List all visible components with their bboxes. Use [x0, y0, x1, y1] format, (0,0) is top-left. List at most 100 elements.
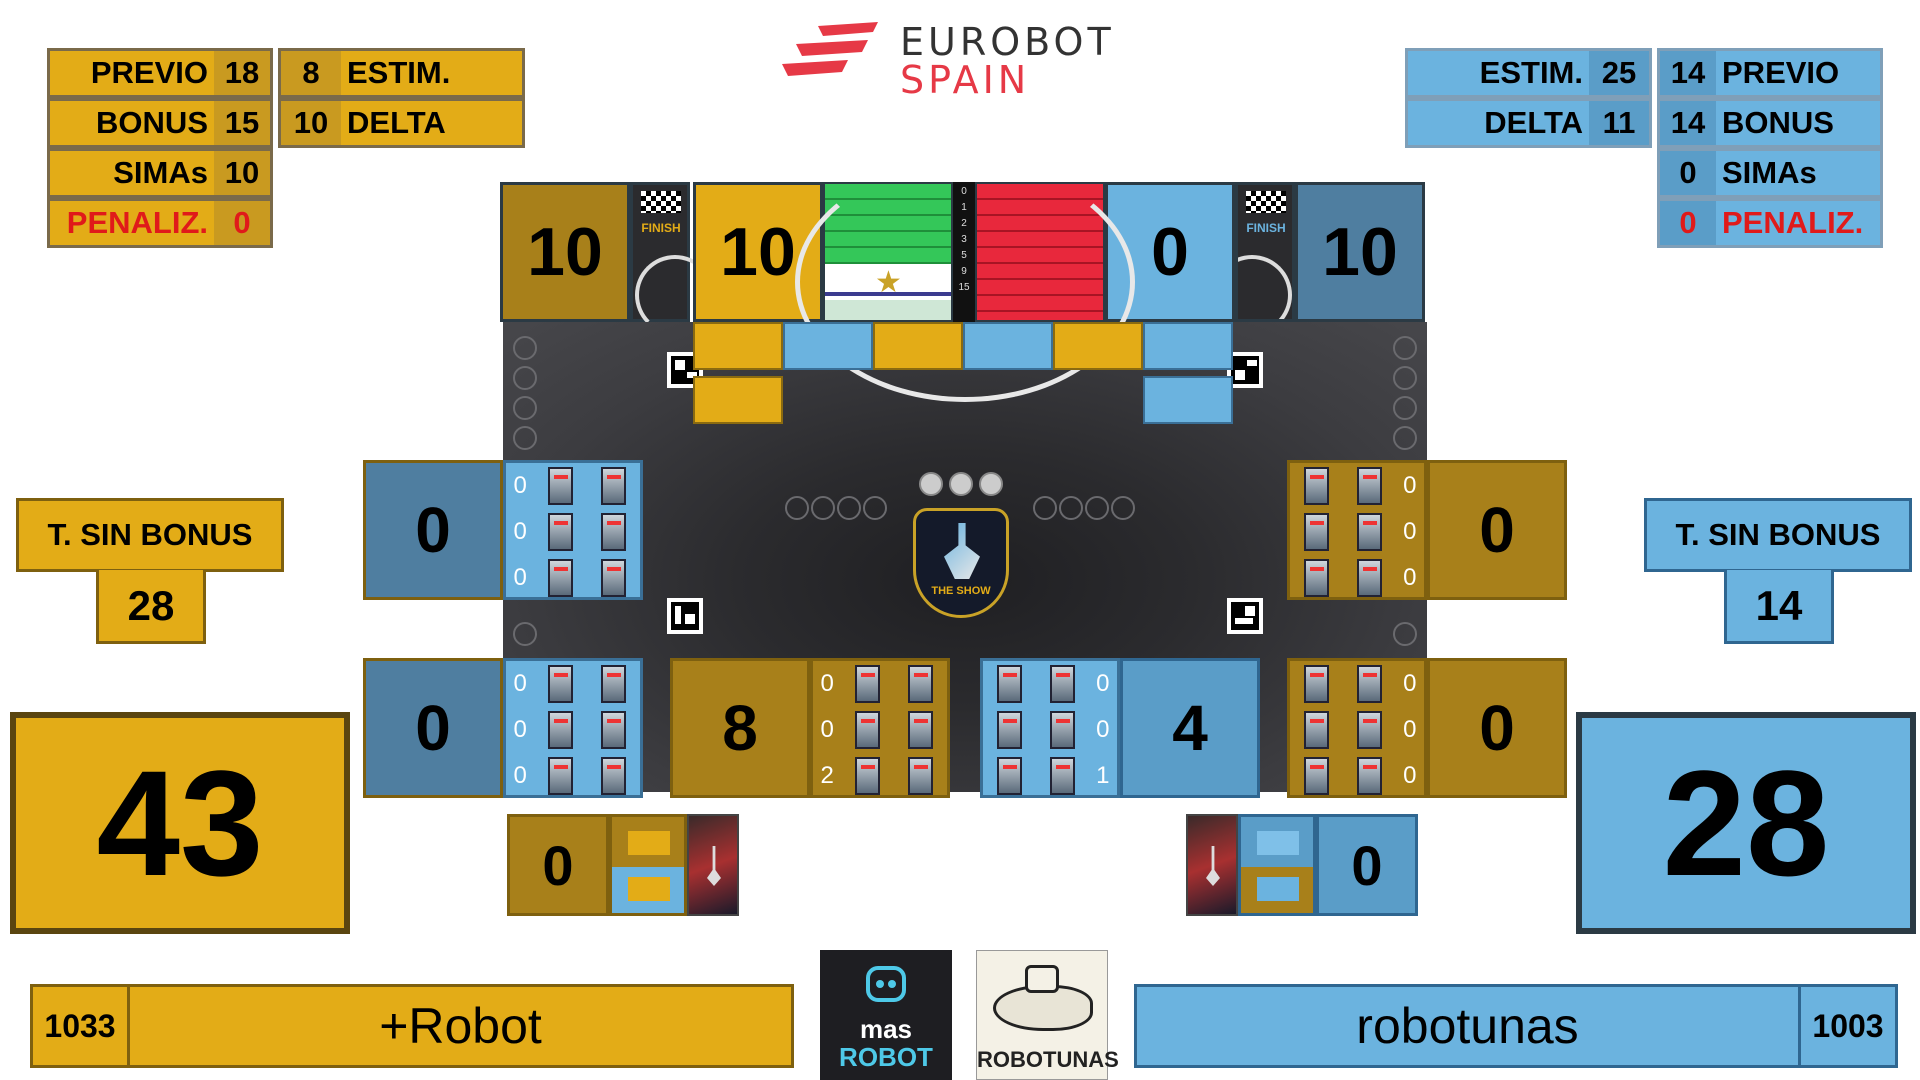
blue-previo-value: 14	[1660, 51, 1716, 95]
shelf-count: 0	[1403, 762, 1417, 789]
can-icon	[1304, 711, 1329, 749]
blue-right-bot-score: 0	[1427, 658, 1567, 798]
shelf-count: 0	[513, 716, 527, 743]
can-icon	[1049, 711, 1075, 749]
shelf-count: 0	[1403, 564, 1417, 591]
shelf-count: 0	[513, 564, 527, 591]
shelf-count: 0	[513, 472, 527, 499]
yellow-estim-value: 8	[281, 51, 341, 95]
can-icon	[997, 711, 1022, 749]
blue-sin-bonus-value: 14	[1724, 570, 1834, 644]
blue-estim-label: ESTIM.	[1479, 55, 1583, 90]
yellow-team-logo: mas ROBOT	[820, 950, 952, 1080]
yellow-pit-card	[687, 814, 739, 916]
field-block-blue	[1143, 322, 1233, 370]
can-icon	[601, 559, 626, 597]
field-block-blue	[1143, 376, 1233, 424]
yellow-left-bot-score: 0	[363, 658, 503, 798]
sponsor-icon	[949, 472, 973, 496]
can-icon	[548, 467, 574, 505]
yellow-penaliz-row: PENALIZ. 0	[47, 198, 273, 248]
yellow-simas-value: 10	[214, 151, 270, 195]
can-icon	[1304, 559, 1329, 597]
blue-sin-bonus-label: T. SIN BONUS	[1644, 498, 1912, 572]
yellow-penaliz-label: PENALIZ.	[66, 205, 208, 240]
aruco-marker	[1227, 598, 1263, 634]
can-icon	[601, 665, 626, 703]
shelf-count: 0	[1403, 670, 1417, 697]
yellow-center-score: 8	[670, 658, 810, 798]
blue-finish-flag: FINISH	[1235, 182, 1295, 322]
yellow-estim-label: ESTIM.	[347, 55, 451, 90]
blue-team-name: robotunas	[1134, 984, 1798, 1068]
can-icon	[1049, 757, 1075, 795]
show-logo-label: THE SHOW	[931, 585, 991, 597]
can-icon	[1356, 757, 1382, 795]
sponsor-icon	[979, 472, 1003, 496]
field-block-yellow	[1053, 322, 1143, 370]
yellow-finish-label: FINISH	[641, 221, 681, 235]
shelf-count: 0	[1096, 670, 1110, 697]
yellow-previo-row: PREVIO 18	[47, 48, 273, 98]
can-icon	[548, 757, 574, 795]
can-icon	[1356, 513, 1382, 551]
yellow-pit-score: 0	[507, 814, 609, 916]
yellow-estim-row: 8 ESTIM.	[278, 48, 525, 98]
aruco-marker	[667, 598, 703, 634]
eurobot-logo: EUROBOT SPAIN	[778, 18, 1158, 102]
field-arc	[795, 162, 1135, 402]
shelf-count: 0	[1096, 716, 1110, 743]
shelf-count: 0	[513, 670, 527, 697]
shelf-count: 0	[820, 716, 834, 743]
blue-delta-value: 11	[1589, 101, 1649, 145]
yellow-pit-slots	[609, 814, 687, 916]
sponsor-icon	[919, 472, 943, 496]
yellow-left-top-shelf: 0 0 0	[503, 460, 643, 600]
can-icon	[855, 711, 881, 749]
aruco-marker	[1227, 352, 1263, 388]
blue-delta-row: DELTA 11	[1405, 98, 1652, 148]
shelf-count: 0	[1403, 518, 1417, 545]
field-block-blue	[783, 322, 873, 370]
blue-right-bot-shelf: 0 0 0	[1287, 658, 1427, 798]
can-icon	[1304, 467, 1329, 505]
blue-penaliz-value: 0	[1660, 201, 1716, 245]
can-icon	[855, 757, 881, 795]
blue-pit-score: 0	[1316, 814, 1418, 916]
can-icon	[1049, 665, 1075, 703]
blue-pit-card	[1186, 814, 1238, 916]
blue-team-number: 1003	[1798, 984, 1898, 1068]
robot-head-icon	[866, 966, 906, 1002]
yellow-bonus-row: BONUS 15	[47, 98, 273, 148]
blue-previo-label: PREVIO	[1722, 55, 1840, 90]
blue-right-top-score: 0	[1427, 460, 1567, 600]
can-icon	[1356, 711, 1382, 749]
guitar-icon	[707, 846, 721, 886]
yellow-team-name: +Robot	[130, 984, 794, 1068]
yellow-sin-bonus-value: 28	[96, 570, 206, 644]
blue-estim-row: ESTIM. 25	[1405, 48, 1652, 98]
can-icon	[1304, 665, 1329, 703]
can-icon	[1304, 757, 1329, 795]
blue-total-score: 28	[1576, 712, 1916, 934]
yellow-simas-label: SIMAs	[113, 155, 208, 190]
yellow-delta-label: DELTA	[347, 105, 446, 140]
blue-estim-value: 25	[1589, 51, 1649, 95]
blue-simas-row: 0 SIMAs	[1657, 148, 1883, 198]
shelf-count: 0	[513, 518, 527, 545]
blue-bonus-row: 14 BONUS	[1657, 98, 1883, 148]
shelf-count: 0	[820, 670, 834, 697]
blue-bonus-label: BONUS	[1722, 105, 1834, 140]
yellow-simas-row: SIMAs 10	[47, 148, 273, 198]
yellow-delta-value: 10	[281, 101, 341, 145]
yellow-center-shelf: 0 0 2	[810, 658, 950, 798]
logo-line2: SPAIN	[900, 58, 1031, 102]
can-icon	[855, 665, 881, 703]
can-icon	[601, 757, 626, 795]
robot-head-icon	[1025, 965, 1059, 993]
blue-delta-label: DELTA	[1484, 105, 1583, 140]
can-icon	[997, 665, 1022, 703]
blue-penaliz-row: 0 PENALIZ.	[1657, 198, 1883, 248]
yellow-team-logo-line2: ROBOT	[839, 1042, 933, 1072]
checkered-flag-icon	[1246, 191, 1286, 213]
